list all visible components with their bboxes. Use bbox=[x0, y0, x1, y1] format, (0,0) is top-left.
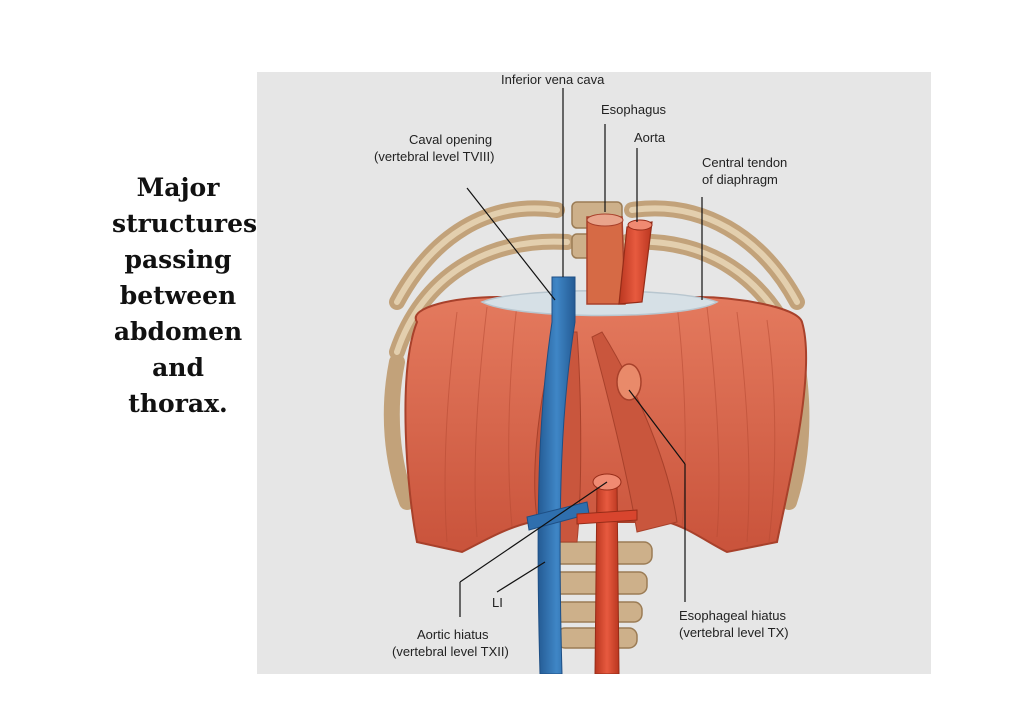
label-esophageal-hiatus-level: (vertebral level TX) bbox=[679, 625, 789, 640]
slide-caption: Major structures passing between abdomen… bbox=[112, 173, 258, 418]
leader-lines bbox=[459, 88, 703, 617]
label-inferior-vena-cava: Inferior vena cava bbox=[501, 72, 605, 87]
esophagus bbox=[586, 216, 626, 305]
figure-labels: Inferior vena cava Esophagus Aorta Caval… bbox=[374, 72, 789, 659]
label-l1: LI bbox=[492, 595, 503, 610]
inferior-vena-cava bbox=[537, 276, 576, 674]
esophageal-hiatus-ring bbox=[616, 363, 642, 401]
label-caval-opening: Caval opening bbox=[409, 132, 492, 147]
label-aorta: Aorta bbox=[634, 130, 666, 145]
label-aortic-hiatus-level: (vertebral level TXII) bbox=[392, 644, 509, 659]
label-central-tendon: Central tendon bbox=[702, 155, 787, 170]
diaphragm-illustration: Inferior vena cava Esophagus Aorta Caval… bbox=[374, 72, 810, 674]
label-esophagus: Esophagus bbox=[601, 102, 667, 117]
label-esophageal-hiatus: Esophageal hiatus bbox=[679, 608, 786, 623]
label-central-tendon-2: of diaphragm bbox=[702, 172, 778, 187]
label-aortic-hiatus: Aortic hiatus bbox=[417, 627, 489, 642]
abdominal-aorta bbox=[594, 481, 620, 674]
anatomy-figure: Inferior vena cava Esophagus Aorta Caval… bbox=[257, 72, 931, 674]
label-caval-opening-level: (vertebral level TVIII) bbox=[374, 149, 494, 164]
